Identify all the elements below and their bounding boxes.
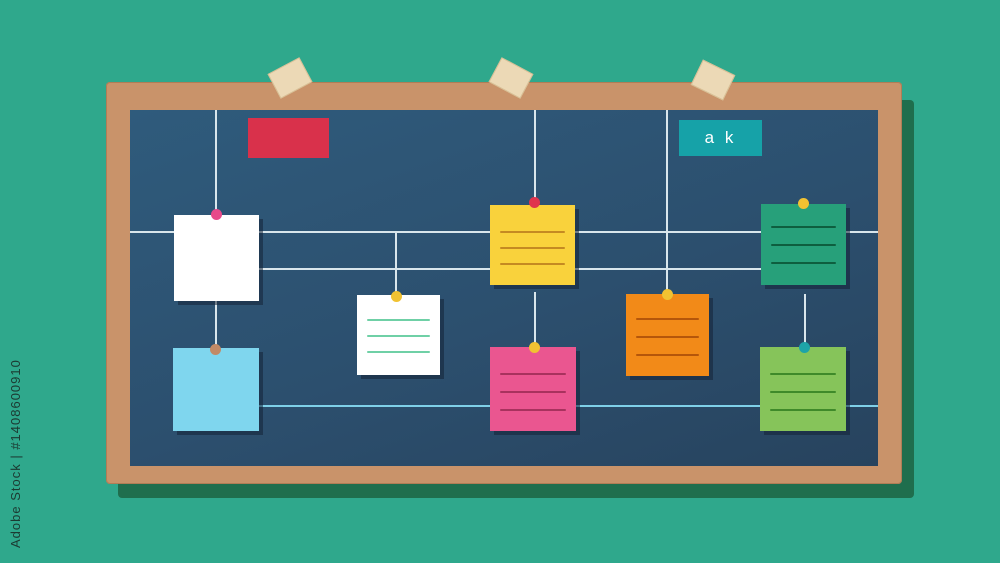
string-vertical-2	[395, 231, 397, 297]
note-green-dark	[761, 204, 846, 285]
label-card: a k	[679, 120, 762, 156]
note-green-light	[760, 347, 846, 431]
push-pin-icon	[798, 198, 809, 209]
push-pin-icon	[210, 344, 221, 355]
push-pin-icon	[529, 197, 540, 208]
push-pin-icon	[662, 289, 673, 300]
string-vertical-1	[215, 110, 217, 215]
string-vertical-3b	[534, 292, 536, 348]
note-light-blue	[173, 348, 259, 431]
note-orange	[626, 294, 709, 376]
push-pin-icon	[211, 209, 222, 220]
string-vertical-5	[804, 294, 806, 348]
push-pin-icon	[529, 342, 540, 353]
stock-id-caption: Adobe Stock | #1408600910	[8, 359, 23, 548]
red-tag	[248, 118, 329, 158]
note-white-large	[174, 215, 259, 301]
note-yellow	[490, 205, 575, 285]
push-pin-icon	[799, 342, 810, 353]
string-vertical-4	[666, 110, 668, 296]
string-vertical-3	[534, 110, 536, 205]
note-pink	[490, 347, 576, 431]
string-vertical-1b	[215, 300, 217, 350]
note-white-lined	[357, 295, 440, 375]
push-pin-icon	[391, 291, 402, 302]
